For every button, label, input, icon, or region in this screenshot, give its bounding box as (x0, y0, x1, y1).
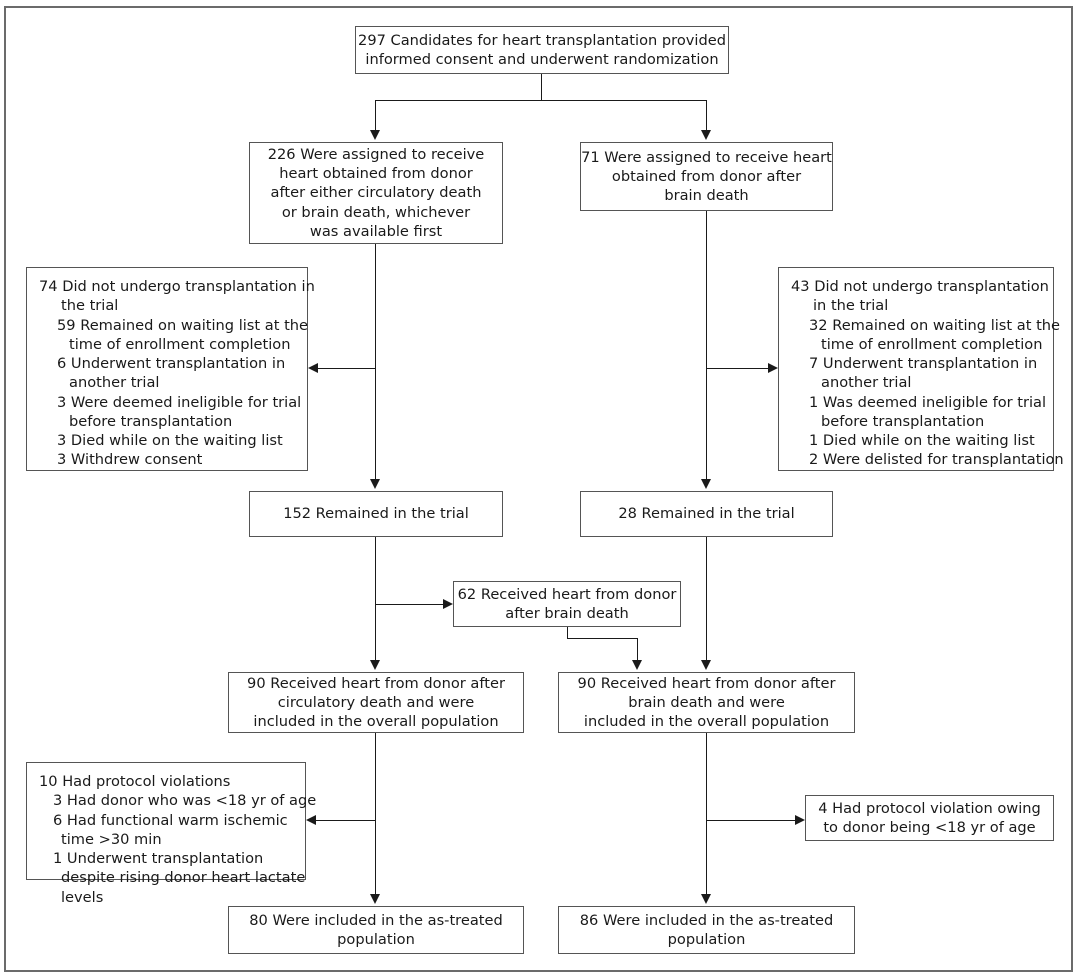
violations-left-item-2: 1 Underwent transplantation despite risi… (53, 850, 306, 906)
arrowhead-to-assigned-left (370, 130, 380, 140)
excluded-left-item-0: 59 Remained on waiting list at the time … (57, 316, 309, 353)
connector-violations-right (706, 820, 795, 821)
received-right-line-2: brain death and were (628, 693, 785, 711)
node-as-treated-left: 80 Were included in the as-treated popul… (228, 906, 524, 954)
assigned-left-line-5: was available first (309, 222, 443, 240)
arrowhead-to-remained-left (370, 479, 380, 489)
assigned-right-line-1: 71 Were assigned to receive heart (581, 148, 832, 166)
node-remained-left: 152 Remained in the trial (249, 491, 503, 537)
remained-left-line-1: 152 Remained in the trial (283, 505, 469, 523)
connector-split-left (375, 100, 376, 132)
violations-left-lead: 10 Had protocol violations (39, 773, 231, 790)
astreated-right-line-2: population (667, 931, 746, 948)
assigned-left-line-2: heart obtained from donor (279, 165, 473, 183)
connector-violations-left (316, 820, 376, 821)
node-crossover-brain-death: 62 Received heart from donor after brain… (453, 581, 681, 627)
crossover-line-1: 62 Received heart from donor (457, 585, 677, 603)
connector-crossover-drop (637, 638, 638, 662)
node-protocol-violations-left: 10 Had protocol violations 3 Had donor w… (26, 762, 316, 906)
node-enrollment: 297 Candidates for heart transplantation… (355, 26, 729, 74)
received-right-line-3: included in the overall population (583, 713, 830, 731)
excluded-left-item-3: 3 Died while on the waiting list (57, 432, 283, 449)
arrowhead-exclusion-left (308, 363, 318, 373)
connector-right-trunk-lower (706, 733, 707, 896)
connector-left-trunk-mid (375, 537, 376, 662)
connector-exclusion-right (706, 368, 768, 369)
arrowhead-to-remained-right (701, 479, 711, 489)
arrowhead-to-received-left (370, 660, 380, 670)
node-received-brain-death: 90 Received heart from donor after brain… (558, 672, 855, 733)
excluded-right-item-3: 1 Died while on the waiting list (809, 432, 1035, 449)
connector-left-trunk-upper (375, 244, 376, 481)
node-as-treated-right: 86 Were included in the as-treated popul… (558, 906, 855, 954)
received-left-line-1: 90 Received heart from donor after (247, 674, 505, 692)
violations-right-line-1: 4 Had protocol violation owing (818, 799, 1041, 817)
node-assigned-brain-death: 71 Were assigned to receive heart obtain… (580, 142, 833, 211)
connector-exclusion-left (318, 368, 376, 369)
crossover-line-2: after brain death (505, 605, 629, 622)
arrowhead-to-assigned-right (701, 130, 711, 140)
arrowhead-violations-right (795, 815, 805, 825)
violations-right-line-2: to donor being <18 yr of age (823, 819, 1036, 836)
excluded-left-item-2: 3 Were deemed ineligible for trial befor… (57, 393, 302, 430)
arrowhead-to-astreated-left (370, 894, 380, 904)
excluded-right-item-0: 32 Remained on waiting list at the time … (809, 316, 1061, 353)
excluded-right-item-4: 2 Were delisted for transplantation (809, 451, 1064, 469)
remained-right-line-1: 28 Remained in the trial (618, 505, 795, 523)
excluded-left-item-4: 3 Withdrew consent (57, 451, 203, 469)
enrollment-line-1: 297 Candidates for heart transplantation… (358, 31, 726, 49)
received-left-line-3: included in the overall population (253, 713, 499, 731)
arrowhead-exclusion-right (768, 363, 778, 373)
arrowhead-crossover-into-received-right (632, 660, 642, 670)
node-excluded-right: 43 Did not undergo transplantation in th… (778, 267, 1064, 471)
received-right-line-1: 90 Received heart from donor after (577, 674, 836, 692)
connector-crossover-stem (567, 627, 568, 639)
connector-right-trunk-upper (706, 211, 707, 481)
connector-crossover-elbow (567, 638, 637, 639)
connector-to-crossover (375, 604, 443, 605)
astreated-right-line-1: 86 Were included in the as-treated (579, 911, 834, 929)
assigned-left-line-3: after either circulatory death (270, 184, 482, 202)
assigned-right-line-3: brain death (664, 187, 749, 205)
assigned-left-line-1: 226 Were assigned to receive (267, 145, 485, 163)
assigned-right-line-2: obtained from donor after (611, 167, 802, 185)
astreated-left-line-1: 80 Were included in the as-treated (249, 911, 503, 929)
node-remained-right: 28 Remained in the trial (580, 491, 833, 537)
arrowhead-violations-left (306, 815, 316, 825)
excluded-right-item-1: 7 Underwent transplantation in another t… (809, 355, 1038, 392)
excluded-left-lead: 74 Did not undergo transplantation in th… (39, 278, 315, 315)
arrowhead-to-crossover (443, 599, 453, 609)
astreated-left-line-2: population (337, 931, 415, 948)
connector-left-trunk-lower (375, 733, 376, 896)
node-assigned-circulatory-or-brain-death: 226 Were assigned to receive heart obtai… (249, 142, 503, 244)
node-protocol-violations-right: 4 Had protocol violation owing to donor … (805, 795, 1054, 841)
violations-left-item-1: 6 Had functional warm ischemic time >30 … (53, 811, 288, 848)
received-left-line-2: circulatory death and were (277, 693, 475, 711)
arrowhead-to-received-right (701, 660, 711, 670)
connector-enrollment-stem (541, 74, 542, 101)
node-excluded-left: 74 Did not undergo transplantation in th… (26, 267, 315, 471)
excluded-left-item-1: 6 Underwent transplantation in another t… (57, 355, 286, 392)
excluded-right-item-2: 1 Was deemed ineligible for trial before… (809, 393, 1047, 430)
violations-left-item-0: 3 Had donor who was <18 yr of age (53, 792, 317, 810)
connector-split-right (706, 100, 707, 132)
excluded-right-lead: 43 Did not undergo transplantation in th… (791, 278, 1049, 315)
node-received-circulatory-death: 90 Received heart from donor after circu… (228, 672, 524, 733)
enrollment-line-2: informed consent and underwent randomiza… (365, 51, 719, 68)
assigned-left-line-4: or brain death, whichever (281, 203, 471, 221)
connector-split-bar (375, 100, 707, 101)
arrowhead-to-astreated-right (701, 894, 711, 904)
connector-right-trunk-mid (706, 537, 707, 662)
